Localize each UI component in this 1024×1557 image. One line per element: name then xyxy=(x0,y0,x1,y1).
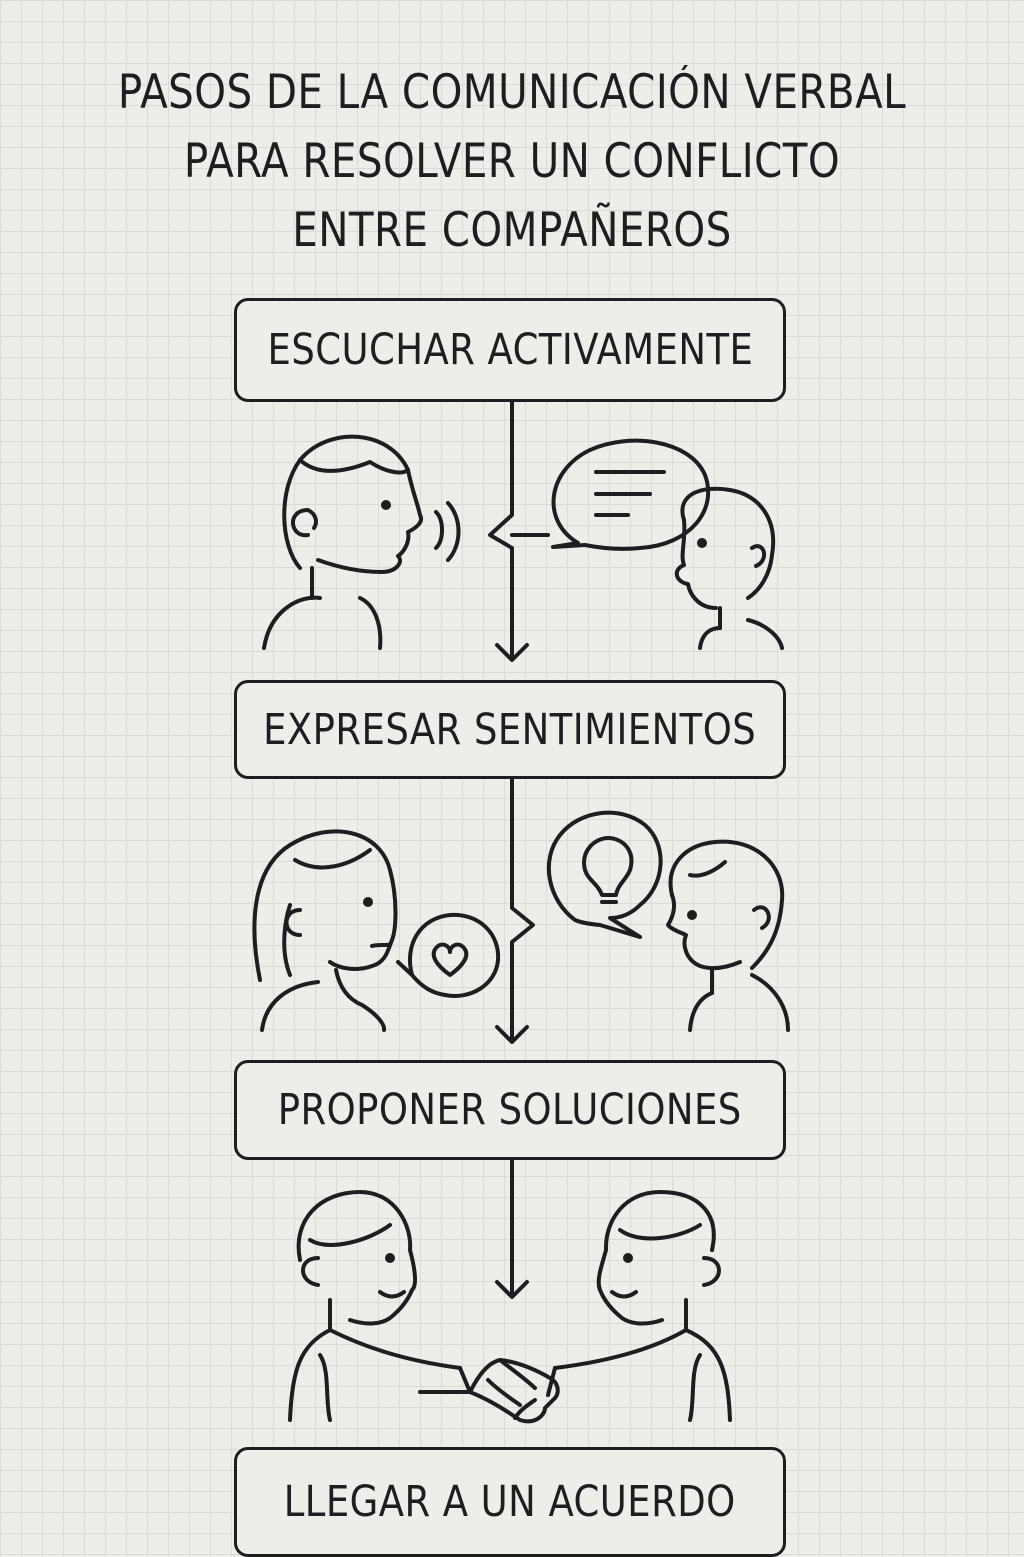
listener-person-icon xyxy=(262,434,461,650)
step-box-acuerdo: LLEGAR A UN ACUERDO xyxy=(234,1447,786,1557)
step-label: EXPRESAR SENTIMIENTOS xyxy=(263,704,757,755)
step-box-escuchar: ESCUCHAR ACTIVAMENTE xyxy=(234,298,786,402)
speech-bubble-icon xyxy=(551,438,711,551)
speaker-person-icon xyxy=(674,486,784,650)
heart-bubble-icon xyxy=(396,912,501,998)
step-label: LLEGAR A UN ACUERDO xyxy=(284,1477,736,1527)
flow-arrow-2 xyxy=(495,777,535,1044)
page-title: PASOS DE LA COMUNICACIÓN VERBAL PARA RES… xyxy=(72,58,953,265)
woman-person-icon xyxy=(252,829,398,1032)
step-box-proponer: PROPONER SOLUCIONES xyxy=(234,1060,786,1160)
flow-arrow-1 xyxy=(488,400,550,662)
step-box-expresar: EXPRESAR SENTIMIENTOS xyxy=(234,680,786,779)
flow-arrow-3 xyxy=(495,1158,529,1299)
title-line-1: PASOS DE LA COMUNICACIÓN VERBAL xyxy=(117,65,907,120)
handshake-icon xyxy=(288,1190,732,1424)
man-person-icon xyxy=(666,839,790,1032)
step-label: ESCUCHAR ACTIVAMENTE xyxy=(267,325,753,375)
step-label: PROPONER SOLUCIONES xyxy=(278,1085,742,1135)
title-line-3: ENTRE COMPAÑEROS xyxy=(292,203,732,258)
title-line-2: PARA RESOLVER UN CONFLICTO xyxy=(183,134,841,189)
lightbulb-bubble-icon xyxy=(546,810,663,939)
